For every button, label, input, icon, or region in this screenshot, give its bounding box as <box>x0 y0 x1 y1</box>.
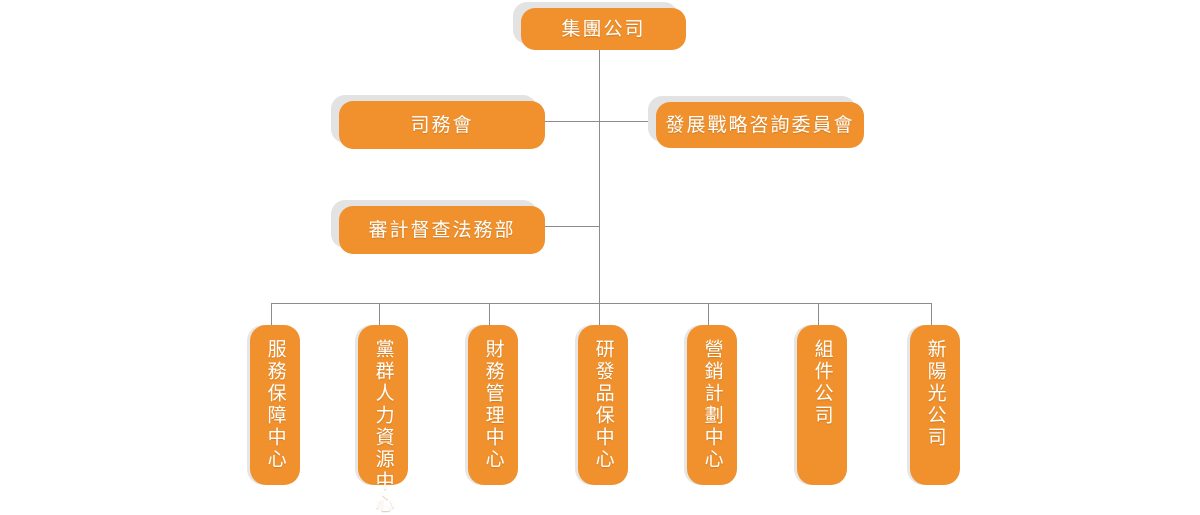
org-chart: 集團公司 司務會 發展戰略咨詢委員會 審計督查法務部 服務保障中心 黨群人力資源… <box>247 2 960 515</box>
node-department[interactable]: 研發品保中心 <box>575 325 628 485</box>
node-face: 黨群人力資源中心 <box>358 325 408 515</box>
node-face: 發展戰略咨詢委員會 <box>656 102 864 148</box>
node-executive-committee[interactable]: 司務會 <box>331 95 545 149</box>
connector-level3-bar <box>545 226 600 227</box>
node-label: 服務保障中心 <box>264 339 287 471</box>
connector-root-trunk <box>599 44 600 303</box>
connector-department-bus <box>271 303 932 304</box>
node-label: 營銷計劃中心 <box>701 339 724 471</box>
node-label: 發展戰略咨詢委員會 <box>665 113 855 136</box>
node-group-company[interactable]: 集團公司 <box>513 2 686 50</box>
connector-drop-7 <box>931 303 932 325</box>
connector-drop-4 <box>599 303 600 325</box>
connector-drop-3 <box>489 303 490 325</box>
connector-level2-bar <box>545 121 656 122</box>
node-department[interactable]: 財務管理中心 <box>465 325 518 485</box>
node-label: 組件公司 <box>811 339 834 427</box>
node-department[interactable]: 服務保障中心 <box>247 325 300 485</box>
node-face: 財務管理中心 <box>468 325 518 485</box>
connector-drop-6 <box>818 303 819 325</box>
node-face: 司務會 <box>339 101 545 149</box>
node-label: 黨群人力資源中心 <box>372 339 395 515</box>
node-face: 營銷計劃中心 <box>687 325 737 485</box>
node-development-strategy-advisory-committee[interactable]: 發展戰略咨詢委員會 <box>648 96 864 148</box>
node-face: 審計督查法務部 <box>339 206 545 254</box>
node-label: 新陽光公司 <box>924 339 947 449</box>
node-face: 新陽光公司 <box>910 325 960 485</box>
node-department[interactable]: 營銷計劃中心 <box>684 325 737 485</box>
node-department[interactable]: 組件公司 <box>794 325 847 485</box>
node-department[interactable]: 黨群人力資源中心 <box>355 325 408 515</box>
node-label: 審計督查法務部 <box>368 218 516 241</box>
node-label: 財務管理中心 <box>482 339 505 471</box>
node-face: 組件公司 <box>797 325 847 485</box>
node-label: 集團公司 <box>561 17 646 40</box>
node-face: 服務保障中心 <box>250 325 300 485</box>
node-face: 集團公司 <box>521 8 686 50</box>
node-face: 研發品保中心 <box>578 325 628 485</box>
node-audit-supervision-legal-department[interactable]: 審計督查法務部 <box>331 200 545 254</box>
connector-drop-1 <box>271 303 272 325</box>
node-label: 研發品保中心 <box>592 339 615 471</box>
node-label: 司務會 <box>410 113 474 136</box>
connector-drop-2 <box>379 303 380 325</box>
connector-drop-5 <box>708 303 709 325</box>
node-department[interactable]: 新陽光公司 <box>907 325 960 485</box>
